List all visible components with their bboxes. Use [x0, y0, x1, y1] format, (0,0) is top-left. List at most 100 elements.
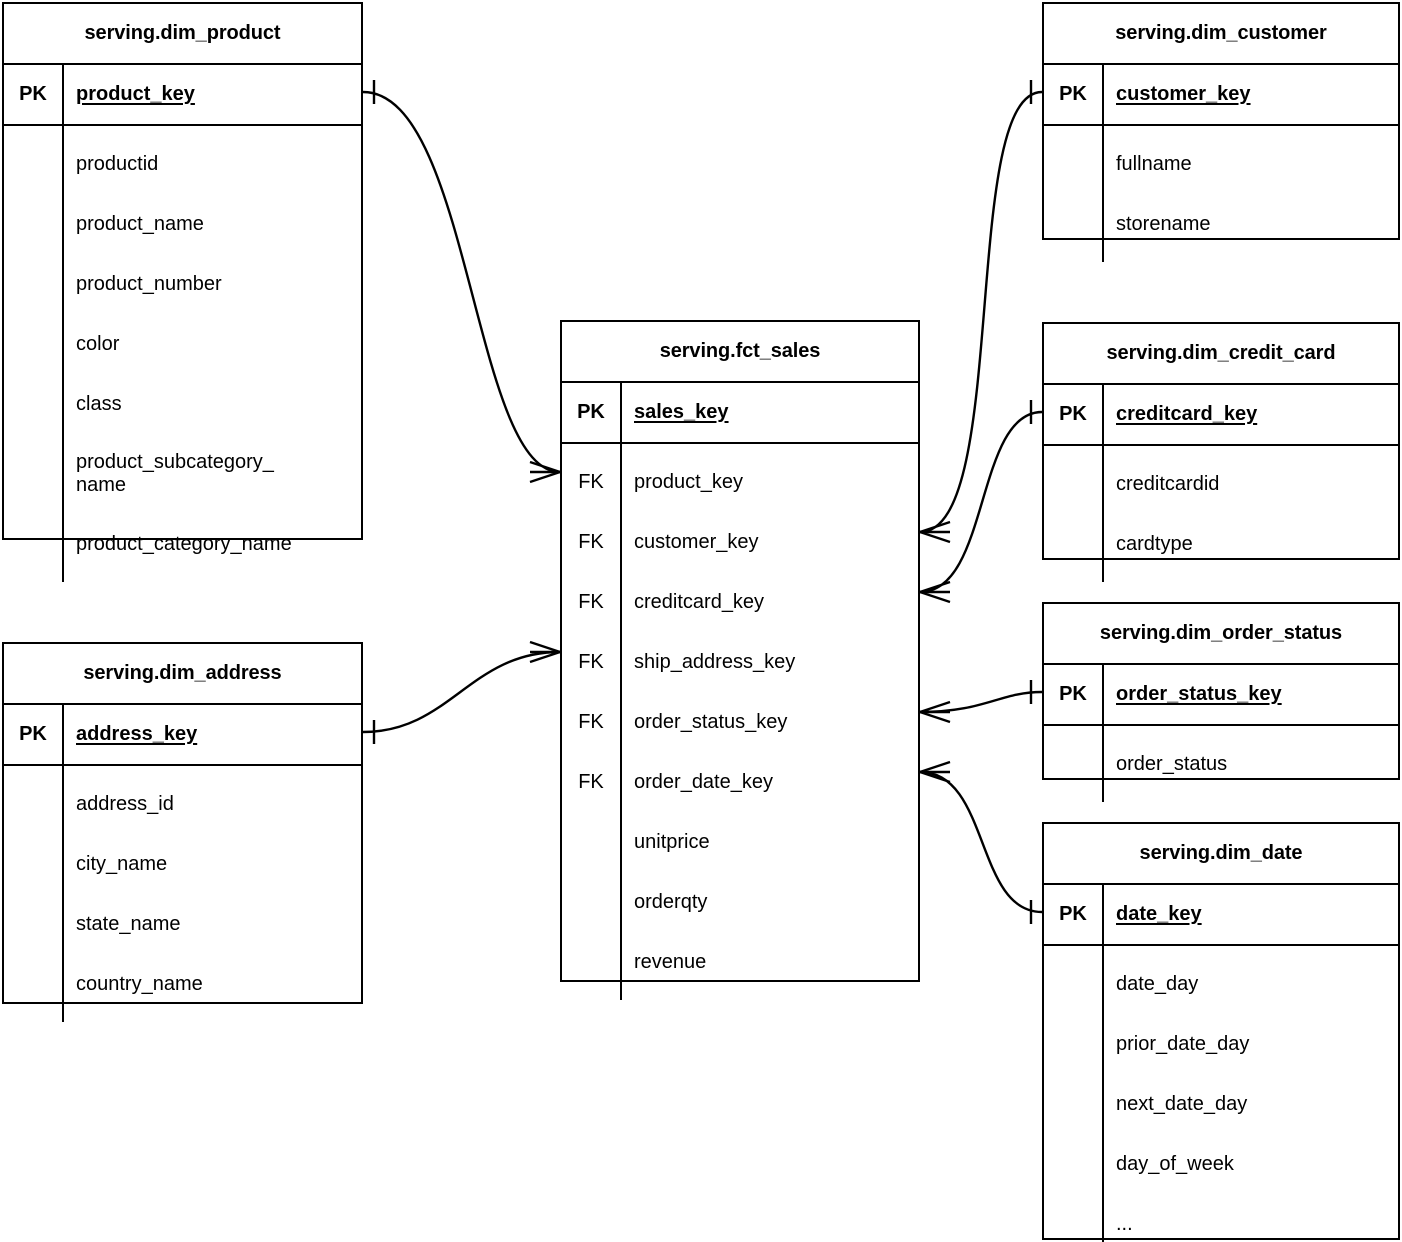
attribute-row: order_status — [1116, 752, 1228, 775]
relationship-line — [919, 90, 1043, 534]
attribute-row: creditcardid — [1116, 472, 1220, 495]
relationship-dim-product-fct-sales — [362, 80, 561, 484]
attribute-row: prior_date_day — [1116, 1032, 1250, 1055]
entity-title-dim-address: serving.dim_address — [4, 644, 361, 705]
measure-row: orderqty — [634, 890, 708, 913]
pk-tag: PK — [1044, 385, 1104, 444]
relationship-dim-date-fct-sales — [919, 760, 1043, 924]
key-gutter — [1044, 446, 1104, 582]
fk-row: order_status_key — [634, 710, 788, 733]
pk-tag: PK — [4, 705, 64, 764]
attribute-row: ... — [1116, 1212, 1133, 1235]
attribute-block-dim-address: address_id city_name state_name country_… — [4, 766, 361, 1022]
key-gutter — [4, 126, 64, 582]
relationship-line — [919, 770, 1043, 914]
entity-dim-date[interactable]: serving.dim_date PK date_key date_day pr… — [1042, 822, 1400, 1242]
entity-dim-credit-card[interactable]: serving.dim_credit_card PK creditcard_ke… — [1042, 322, 1400, 582]
fk-tag: FK — [578, 770, 604, 793]
key-gutter — [4, 766, 64, 1022]
crowsfoot-icon — [919, 520, 951, 534]
pk-row-dim-credit-card: PK creditcard_key — [1044, 385, 1398, 446]
crowsfoot-icon — [919, 580, 951, 594]
entity-title-fct-sales: serving.fct_sales — [562, 322, 918, 383]
relationship-dim-credit-card-fct-sales — [919, 400, 1043, 604]
measure-row: revenue — [634, 950, 707, 973]
fk-row: product_key — [634, 470, 743, 493]
relationship-line — [919, 690, 1043, 714]
attribute-block-dim-credit-card: creditcardid cardtype — [1044, 446, 1398, 582]
entity-title-dim-date: serving.dim_date — [1044, 824, 1398, 885]
key-gutter — [1044, 726, 1104, 802]
attribute-row: date_day — [1116, 972, 1199, 995]
fk-row: order_date_key — [634, 770, 773, 793]
pk-tag: PK — [4, 65, 64, 124]
attribute-row: fullname — [1116, 152, 1192, 175]
pk-tag: PK — [1044, 665, 1104, 724]
pk-row-dim-customer: PK customer_key — [1044, 65, 1398, 126]
attribute-row: product_number — [76, 272, 222, 295]
pk-tag: PK — [1044, 65, 1104, 124]
attribute-row: product_category_name — [76, 532, 292, 555]
attribute-row: product_name — [76, 212, 204, 235]
entity-dim-address[interactable]: serving.dim_address PK address_key addre… — [2, 642, 363, 1022]
relationship-dim-address-fct-sales — [362, 640, 561, 744]
entity-title-dim-order-status: serving.dim_order_status — [1044, 604, 1398, 665]
key-gutter — [1044, 946, 1104, 1242]
entity-title-dim-customer: serving.dim_customer — [1044, 4, 1398, 65]
crowsfoot-icon — [529, 470, 561, 484]
measure-row: unitprice — [634, 830, 710, 853]
attribute-row: address_id — [76, 792, 174, 815]
pk-row-fct-sales: PK sales_key — [562, 383, 918, 444]
attribute-block-dim-date: date_day prior_date_day next_date_day da… — [1044, 946, 1398, 1242]
crowsfoot-icon — [529, 460, 561, 474]
relationship-line — [919, 410, 1043, 594]
attribute-row: next_date_day — [1116, 1092, 1248, 1115]
pk-name-address-key: address_key — [76, 723, 198, 745]
pk-name-product-key: product_key — [76, 83, 195, 105]
attribute-row: city_name — [76, 852, 168, 875]
attribute-row: storename — [1116, 212, 1211, 235]
pk-name-order-status-key: order_status_key — [1116, 683, 1282, 705]
crowsfoot-icon — [919, 770, 951, 784]
pk-tag: PK — [562, 383, 622, 442]
fk-row: creditcard_key — [634, 590, 765, 613]
pk-name-customer-key: customer_key — [1116, 83, 1251, 105]
fk-tag: FK — [578, 470, 604, 493]
pk-name-creditcard-key: creditcard_key — [1116, 403, 1258, 425]
attribute-block-dim-customer: fullname storename — [1044, 126, 1398, 262]
entity-title-dim-product: serving.dim_product — [4, 4, 361, 65]
crowsfoot-icon — [919, 590, 951, 604]
pk-row-dim-date: PK date_key — [1044, 885, 1398, 946]
crowsfoot-icon — [529, 640, 561, 654]
crowsfoot-icon — [919, 530, 951, 544]
fk-row: ship_address_key — [634, 650, 796, 673]
attribute-block-fct-sales: FK FK FK FK FK FK product_key customer_k… — [562, 444, 918, 1000]
fk-tag: FK — [578, 710, 604, 733]
fk-tag: FK — [578, 590, 604, 613]
entity-dim-order-status[interactable]: serving.dim_order_status PK order_status… — [1042, 602, 1400, 802]
attribute-row: day_of_week — [1116, 1152, 1234, 1175]
key-gutter-fct-sales: FK FK FK FK FK FK — [562, 444, 622, 1000]
entity-dim-product[interactable]: serving.dim_product PK product_key produ… — [2, 2, 363, 582]
entity-fct-sales[interactable]: serving.fct_sales PK sales_key FK FK FK … — [560, 320, 920, 1000]
crowsfoot-icon — [529, 650, 561, 664]
pk-tag: PK — [1044, 885, 1104, 944]
fk-row: customer_key — [634, 530, 759, 553]
crowsfoot-icon — [919, 700, 951, 714]
attribute-row: country_name — [76, 972, 203, 995]
crowsfoot-icon — [919, 710, 951, 724]
pk-row-dim-order-status: PK order_status_key — [1044, 665, 1398, 726]
attribute-row: productid — [76, 152, 159, 175]
relationship-dim-customer-fct-sales — [919, 80, 1043, 544]
entity-dim-customer[interactable]: serving.dim_customer PK customer_key ful… — [1042, 2, 1400, 262]
crowsfoot-icon — [919, 760, 951, 774]
key-gutter — [1044, 126, 1104, 262]
entity-title-dim-credit-card: serving.dim_credit_card — [1044, 324, 1398, 385]
attribute-block-dim-order-status: order_status — [1044, 726, 1398, 802]
attribute-row: cardtype — [1116, 532, 1193, 555]
pk-name-sales-key: sales_key — [634, 401, 729, 423]
fk-tag: FK — [578, 650, 604, 673]
relationship-dim-order-status-fct-sales — [919, 680, 1043, 724]
relationship-line — [362, 90, 561, 474]
attribute-row: state_name — [76, 912, 181, 935]
